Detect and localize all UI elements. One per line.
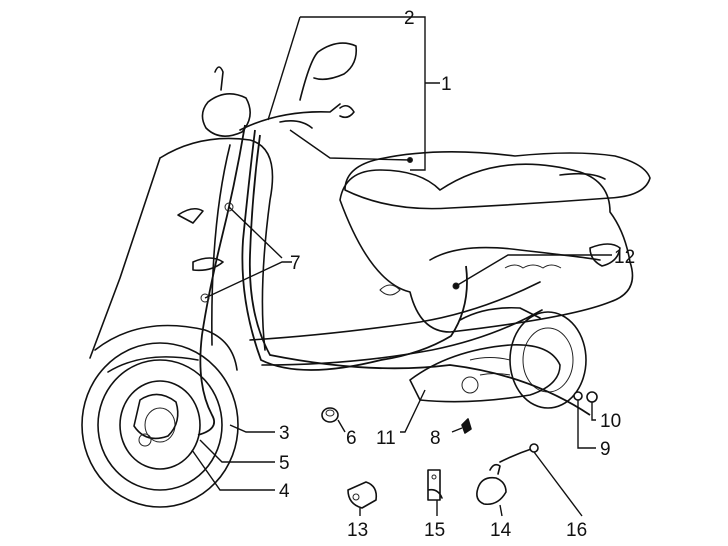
- tail-light: [589, 243, 621, 267]
- front-wheel: [81, 342, 239, 508]
- callout-3: 3: [279, 423, 290, 444]
- throttle-cable: [241, 129, 468, 371]
- callout-12: 12: [614, 247, 635, 268]
- headlight: [201, 93, 251, 137]
- engine: [409, 344, 561, 403]
- floorboard: [249, 281, 543, 366]
- callout-5: 5: [279, 453, 290, 474]
- scooter-illustration: [81, 42, 651, 508]
- callout-16: 16: [566, 520, 587, 541]
- callout-4: 4: [279, 481, 290, 502]
- seat: [344, 151, 651, 210]
- callout-8: 8: [430, 428, 441, 449]
- callout-10: 10: [600, 411, 621, 432]
- part-15: [427, 469, 443, 501]
- callout-14: 14: [490, 520, 512, 541]
- part-16: [499, 443, 539, 463]
- cable-routing: [197, 124, 591, 436]
- callout-2: 2: [404, 8, 415, 29]
- rear-body: [339, 163, 634, 333]
- mirror: [299, 42, 358, 101]
- callout-1: 1: [441, 74, 452, 95]
- callout-9: 9: [600, 439, 611, 460]
- front-shield: [89, 137, 274, 359]
- callout-6: 6: [346, 428, 357, 449]
- handlebar: [239, 103, 341, 131]
- front-mudguard: [94, 324, 238, 373]
- callout-13: 13: [347, 520, 368, 541]
- brake-cable-front: [197, 124, 246, 436]
- part-6: [321, 407, 339, 423]
- leader-lines: [191, 16, 612, 517]
- callout-15: 15: [424, 520, 445, 541]
- callout-7: 7: [290, 253, 301, 274]
- callout-11: 11: [376, 428, 396, 449]
- callout-labels: 1 2 3 4 5 6 7 8 9 10 11 12 13 14 15 16: [279, 8, 635, 541]
- part-13: [347, 481, 378, 509]
- part-8: [461, 418, 472, 434]
- part-14: [476, 463, 507, 506]
